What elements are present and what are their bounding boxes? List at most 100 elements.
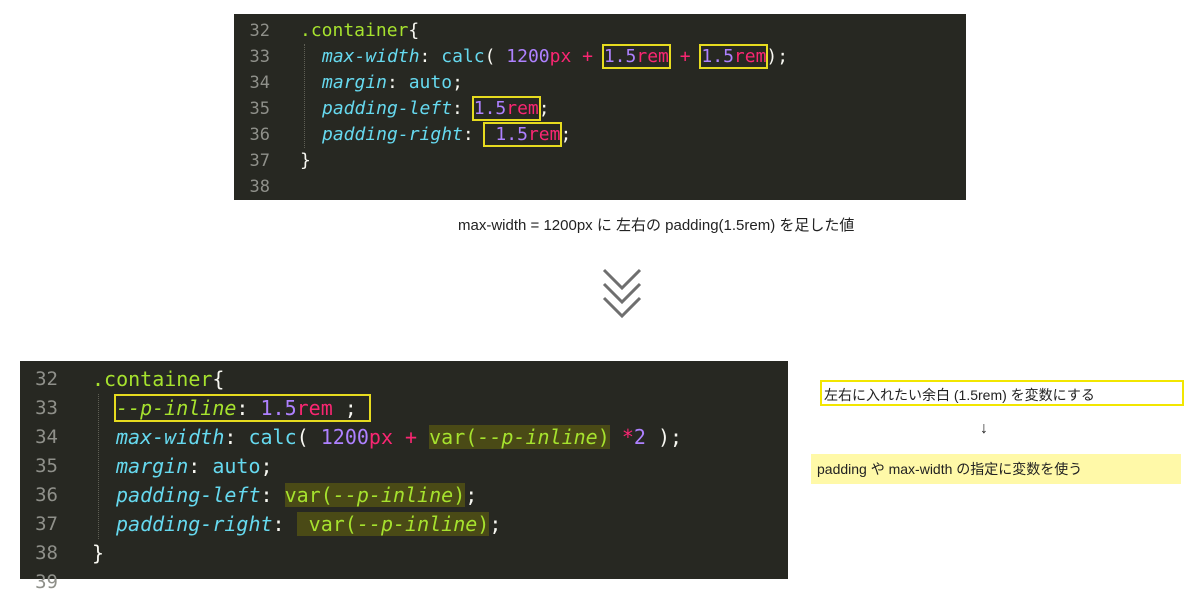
code-line: 35 padding-left: 1.5rem; <box>234 96 966 122</box>
code-token: ) <box>477 512 490 536</box>
code-token <box>610 425 622 449</box>
code-token: 1200 <box>506 46 550 67</box>
code-token: ; <box>465 483 478 507</box>
code-token: { <box>212 367 225 391</box>
code-token: 1.5 <box>473 98 507 119</box>
line-number: 33 <box>249 47 270 67</box>
code-token: ); <box>766 46 789 67</box>
code-token: : <box>452 98 474 119</box>
code-token: : <box>419 46 442 67</box>
line-number: 38 <box>249 177 270 197</box>
highlight-box: 1.5rem <box>471 96 541 121</box>
code-token: --p-inline <box>477 425 598 449</box>
highlight-span: var(--p-inline) <box>296 512 490 536</box>
code-token: 1.5 <box>603 46 637 67</box>
code-token: rem <box>733 46 767 67</box>
indent-guide <box>304 44 305 148</box>
code-text: .container{ <box>300 18 419 44</box>
code-token: var( <box>429 425 478 449</box>
code-token: ); <box>645 425 683 449</box>
code-line: 32.container{ <box>234 18 966 44</box>
code-text: max-width: calc( 1200px + var(--p-inline… <box>116 423 682 452</box>
code-token: : <box>188 454 213 478</box>
code-token: ; <box>452 72 463 93</box>
code-token: padding-right <box>322 124 463 145</box>
line-number: 38 <box>35 542 58 564</box>
line-number: 34 <box>35 426 58 448</box>
code-token: : <box>236 396 261 420</box>
highlight-span: var(--p-inline) <box>284 483 466 507</box>
code-text: padding-right: 1.5rem; <box>322 122 571 148</box>
code-token: } <box>300 150 311 171</box>
code-token: } <box>92 541 105 565</box>
line-number: 36 <box>249 125 270 145</box>
code-token: 1.5 <box>701 46 734 67</box>
code-token: ; <box>560 124 572 145</box>
code-token: : <box>260 483 285 507</box>
line-number: 39 <box>35 571 58 593</box>
down-arrow-icon: ↓ <box>980 420 988 437</box>
line-number: 35 <box>249 99 270 119</box>
code-token: : <box>462 124 485 145</box>
code-token: ; <box>489 512 502 536</box>
caption-before: max-width = 1200px に 左右の padding(1.5rem)… <box>458 217 855 234</box>
code-text: --p-inline: 1.5rem ; <box>114 394 371 423</box>
code-line: 32.container{ <box>20 365 788 394</box>
code-token: + <box>668 46 702 67</box>
code-line: 33--p-inline: 1.5rem ; <box>20 394 788 423</box>
code-token: calc <box>441 46 485 67</box>
code-token: max-width <box>116 425 225 449</box>
double-chevron-down-icon <box>602 268 642 319</box>
line-number: 35 <box>35 455 58 477</box>
code-token: rem <box>506 98 539 119</box>
code-text: padding-right: var(--p-inline); <box>116 510 501 539</box>
code-token: var( <box>284 483 333 507</box>
code-token: ; <box>260 454 273 478</box>
line-number: 36 <box>35 484 58 506</box>
note-variable-usage: padding や max-width の指定に変数を使う <box>811 454 1181 484</box>
code-token: * <box>621 425 634 449</box>
code-line: 38} <box>20 539 788 568</box>
code-text: } <box>92 539 104 568</box>
code-token: margin <box>116 454 189 478</box>
indent-guide <box>98 394 99 539</box>
code-token: max-width <box>322 46 420 67</box>
code-editor-after: 32.container{33--p-inline: 1.5rem ; 34 ma… <box>20 361 788 593</box>
code-token: var( <box>296 512 357 536</box>
code-token: .container <box>300 20 409 41</box>
note-variable-definition: 左右に入れたい余白 (1.5rem) を変数にする <box>820 380 1184 406</box>
code-token: rem <box>636 46 669 67</box>
code-token: ) <box>453 483 466 507</box>
code-token: --p-inline <box>356 512 478 536</box>
code-token: : <box>224 425 249 449</box>
code-token: : <box>272 512 297 536</box>
code-token: auto <box>408 72 453 93</box>
code-line: 35 margin: auto; <box>20 452 788 481</box>
code-token: ; <box>332 396 369 420</box>
code-token: --p-inline <box>332 483 454 507</box>
code-token: ( <box>296 425 321 449</box>
highlight-span: var(--p-inline) <box>429 425 610 449</box>
code-token: + <box>571 46 604 67</box>
code-token: px <box>549 46 572 67</box>
code-text: } <box>300 148 311 174</box>
code-token: padding-right <box>116 512 273 536</box>
highlight-box: --p-inline: 1.5rem ; <box>114 394 371 422</box>
code-token: margin <box>322 72 388 93</box>
code-text: padding-left: 1.5rem; <box>322 96 550 122</box>
code-text: padding-left: var(--p-inline); <box>116 481 477 510</box>
line-number: 34 <box>249 73 270 93</box>
code-token: rem <box>527 124 561 145</box>
line-number: 32 <box>35 368 58 390</box>
code-line: 38 <box>234 174 966 200</box>
code-token: padding-left <box>116 483 261 507</box>
code-token: 1.5 <box>260 396 297 420</box>
highlight-box: 1.5rem <box>601 44 671 69</box>
code-text: margin: auto; <box>116 452 273 481</box>
code-token: calc <box>248 425 297 449</box>
code-token: + <box>393 425 430 449</box>
